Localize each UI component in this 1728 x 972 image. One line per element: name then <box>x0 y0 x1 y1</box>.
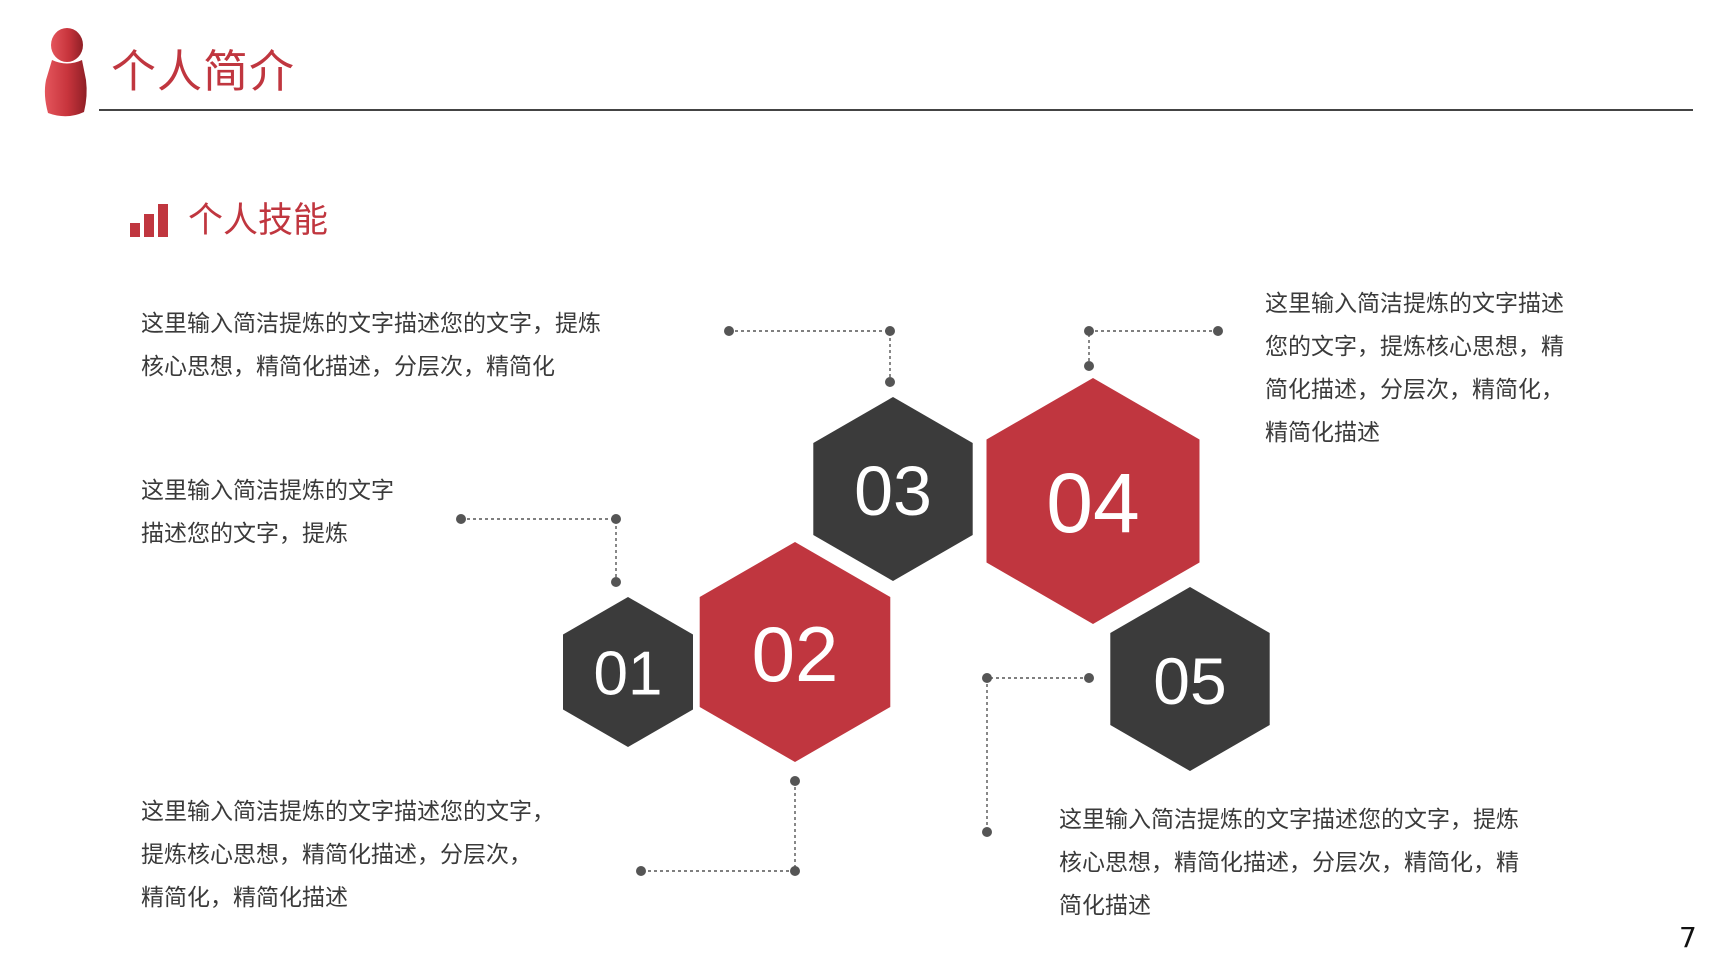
description-bottom-left: 这里输入简洁提炼的文字描述您的文字， 提炼核心思想，精简化描述，分层次， 精简化… <box>141 791 555 920</box>
hexagon-number: 01 <box>594 640 663 709</box>
description-line: 这里输入简洁提炼的文字描述您的文字，提炼 <box>141 311 601 337</box>
page-title: 个人简介 <box>111 45 296 98</box>
description-line: 提炼核心思想，精简化描述，分层次， <box>141 842 532 868</box>
description-top-right: 这里输入简洁提炼的文字描述 您的文字，提炼核心思想，精 简化描述，分层次，精简化… <box>1265 283 1564 455</box>
description-line: 描述您的文字，提炼 <box>141 521 348 547</box>
hexagon-shape <box>563 597 693 747</box>
hexagon-shape <box>699 542 891 762</box>
hexagon-01: 01 <box>563 597 693 747</box>
description-line: 这里输入简洁提炼的文字描述您的文字， <box>141 799 555 825</box>
section-title: 个人技能 <box>188 201 329 241</box>
description-line: 这里输入简洁提炼的文字描述 <box>1265 291 1564 317</box>
description-line: 简化描述 <box>1059 893 1151 919</box>
connector-04 <box>1084 326 1223 371</box>
hexagon-number: 05 <box>1153 644 1226 718</box>
connector-02 <box>636 776 800 876</box>
bar-chart-icon <box>130 204 168 237</box>
description-line: 核心思想，精简化描述，分层次，精简化 <box>141 354 555 380</box>
hexagon-group: 01 02 03 04 05 <box>563 378 1270 771</box>
page-number: 7 <box>1679 921 1697 954</box>
description-line: 这里输入简洁提炼的文字描述您的文字，提炼 <box>1059 807 1519 833</box>
hexagon-shape <box>986 378 1200 624</box>
description-bottom-right: 这里输入简洁提炼的文字描述您的文字，提炼 核心思想，精简化描述，分层次，精简化，… <box>1059 799 1519 928</box>
description-line: 您的文字，提炼核心思想，精 <box>1265 334 1564 360</box>
hexagon-shape <box>1110 587 1270 771</box>
connector-01 <box>456 514 621 587</box>
description-top-left: 这里输入简洁提炼的文字描述您的文字，提炼 核心思想，精简化描述，分层次，精简化 <box>141 303 601 389</box>
description-line: 精简化描述 <box>1265 420 1380 446</box>
description-line: 核心思想，精简化描述，分层次，精简化，精 <box>1059 850 1519 876</box>
hexagon-number: 04 <box>1046 456 1139 550</box>
description-line: 精简化，精简化描述 <box>141 885 348 911</box>
hexagon-02: 02 <box>699 542 891 762</box>
hexagon-number: 02 <box>752 610 839 698</box>
hexagon-05: 05 <box>1110 587 1270 771</box>
person-icon <box>44 28 87 117</box>
description-line: 这里输入简洁提炼的文字 <box>141 478 394 504</box>
hexagon-shape <box>813 397 973 581</box>
description-line: 简化描述，分层次，精简化， <box>1265 377 1564 403</box>
hexagon-number: 03 <box>854 452 932 530</box>
description-middle-left: 这里输入简洁提炼的文字 描述您的文字，提炼 <box>141 470 394 556</box>
connector-05 <box>982 673 1094 837</box>
connector-03 <box>724 326 895 387</box>
hexagon-04: 04 <box>986 378 1200 624</box>
hexagon-03: 03 <box>813 397 973 581</box>
